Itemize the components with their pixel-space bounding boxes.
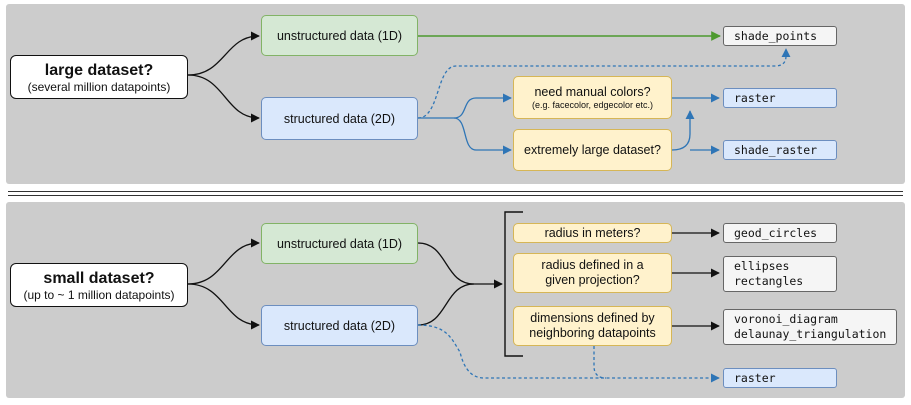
- structured-data-label: structured data (2D): [283, 318, 396, 333]
- delaunay-label: delaunay_triangulation: [734, 327, 887, 341]
- voronoi-label: voronoi_diagram: [734, 312, 838, 326]
- small-dataset-title: small dataset?: [43, 269, 155, 287]
- large-dataset-subtitle: (several million datapoints): [27, 79, 171, 94]
- arrow-structured-to-large: [453, 117, 512, 155]
- rectangles-label: rectangles: [734, 274, 804, 288]
- small-dataset-subtitle: (up to ~ 1 million datapoints): [23, 287, 175, 302]
- radius-meters-question: radius in meters?: [513, 223, 672, 243]
- output-raster-top: raster: [723, 88, 837, 108]
- arrow-structured-to-shade-points: [417, 48, 791, 119]
- arrow-unstructured-to-bracket: [417, 242, 475, 285]
- unstructured-data-label: unstructured data (1D): [276, 28, 403, 43]
- unstructured-data-node-large: unstructured data (1D): [261, 15, 418, 56]
- options-bracket: [504, 211, 523, 357]
- output-shade-raster: shade_raster: [723, 140, 837, 160]
- raster-label: raster: [734, 90, 776, 105]
- arrow-large-to-structured: [187, 74, 260, 123]
- neighboring-datapoints-question: dimensions defined by neighboring datapo…: [513, 306, 672, 346]
- radius-meters-label: radius in meters?: [544, 225, 641, 240]
- arrow-large-to-unstructured: [187, 31, 260, 76]
- small-dataset-question: small dataset? (up to ~ 1 million datapo…: [10, 263, 188, 307]
- separator-line-upper: [8, 191, 903, 192]
- separator-line-lower: [8, 195, 903, 196]
- structured-data-node-small: structured data (2D): [261, 305, 418, 346]
- manual-colors-question: need manual colors? (e.g. facecolor, edg…: [513, 76, 672, 119]
- raster-label: raster: [734, 370, 776, 385]
- structured-data-label: structured data (2D): [283, 111, 396, 126]
- extremely-large-label: extremely large dataset?: [524, 142, 661, 157]
- shade-raster-label: shade_raster: [734, 142, 818, 157]
- manual-colors-title: need manual colors?: [534, 84, 651, 99]
- arrow-small-to-structured: [187, 283, 260, 330]
- neighbors-line2: neighboring datapoints: [529, 326, 656, 340]
- output-geod-circles: geod_circles: [723, 223, 837, 243]
- output-shade-points: shade_points: [723, 26, 837, 46]
- structured-data-node-large: structured data (2D): [261, 97, 418, 140]
- large-dataset-title: large dataset?: [44, 61, 154, 79]
- radius-projection-question: radius defined in a given projection?: [513, 253, 672, 293]
- arrow-large-no-to-raster: [671, 110, 695, 151]
- output-ellipses-rectangles: ellipses rectangles: [723, 256, 837, 292]
- ellipses-label: ellipses: [734, 259, 790, 273]
- arrow-neighbors-to-raster: [593, 346, 607, 379]
- output-raster-bottom: raster: [723, 368, 837, 388]
- neighbors-line1: dimensions defined by: [530, 311, 655, 325]
- unstructured-data-label: unstructured data (1D): [276, 236, 403, 251]
- arrow-small-to-unstructured: [187, 238, 260, 285]
- arrow-structured-to-bracket: [417, 283, 475, 326]
- manual-colors-subtitle: (e.g. facecolor, edgecolor etc.): [531, 99, 654, 110]
- unstructured-data-node-small: unstructured data (1D): [261, 223, 418, 264]
- large-dataset-question: large dataset? (several million datapoin…: [10, 55, 188, 99]
- output-voronoi-delaunay: voronoi_diagram delaunay_triangulation: [723, 309, 897, 345]
- radius-projection-line1: radius defined in a: [541, 258, 644, 272]
- shade-points-label: shade_points: [734, 28, 818, 43]
- extremely-large-question: extremely large dataset?: [513, 129, 672, 171]
- radius-projection-line2: given projection?: [545, 273, 640, 287]
- geod-circles-label: geod_circles: [734, 225, 818, 240]
